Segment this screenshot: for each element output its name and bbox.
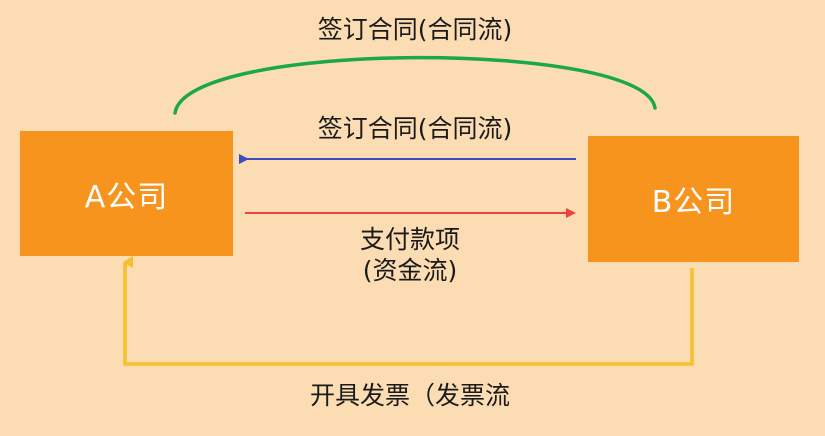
company-a-box: A公司: [20, 131, 233, 256]
contract-arrow-label: 签订合同(合同流): [317, 114, 513, 143]
payment-label-line1: 支付款项: [359, 225, 460, 254]
company-a-label: A公司: [84, 179, 169, 215]
payment-label-line2: (资金流): [362, 256, 458, 286]
contract-flow-label: 签订合同(合同流): [317, 15, 513, 44]
company-b-label: B公司: [651, 185, 736, 220]
contract-flow-curve: [173, 55, 657, 115]
invoice-flow-label: 开具发票（发票流: [309, 381, 510, 410]
invoice-flow-line: [123, 256, 694, 366]
company-b-box: B公司: [588, 136, 799, 262]
payment-flow-label: 支付款项 (资金流): [310, 224, 510, 287]
